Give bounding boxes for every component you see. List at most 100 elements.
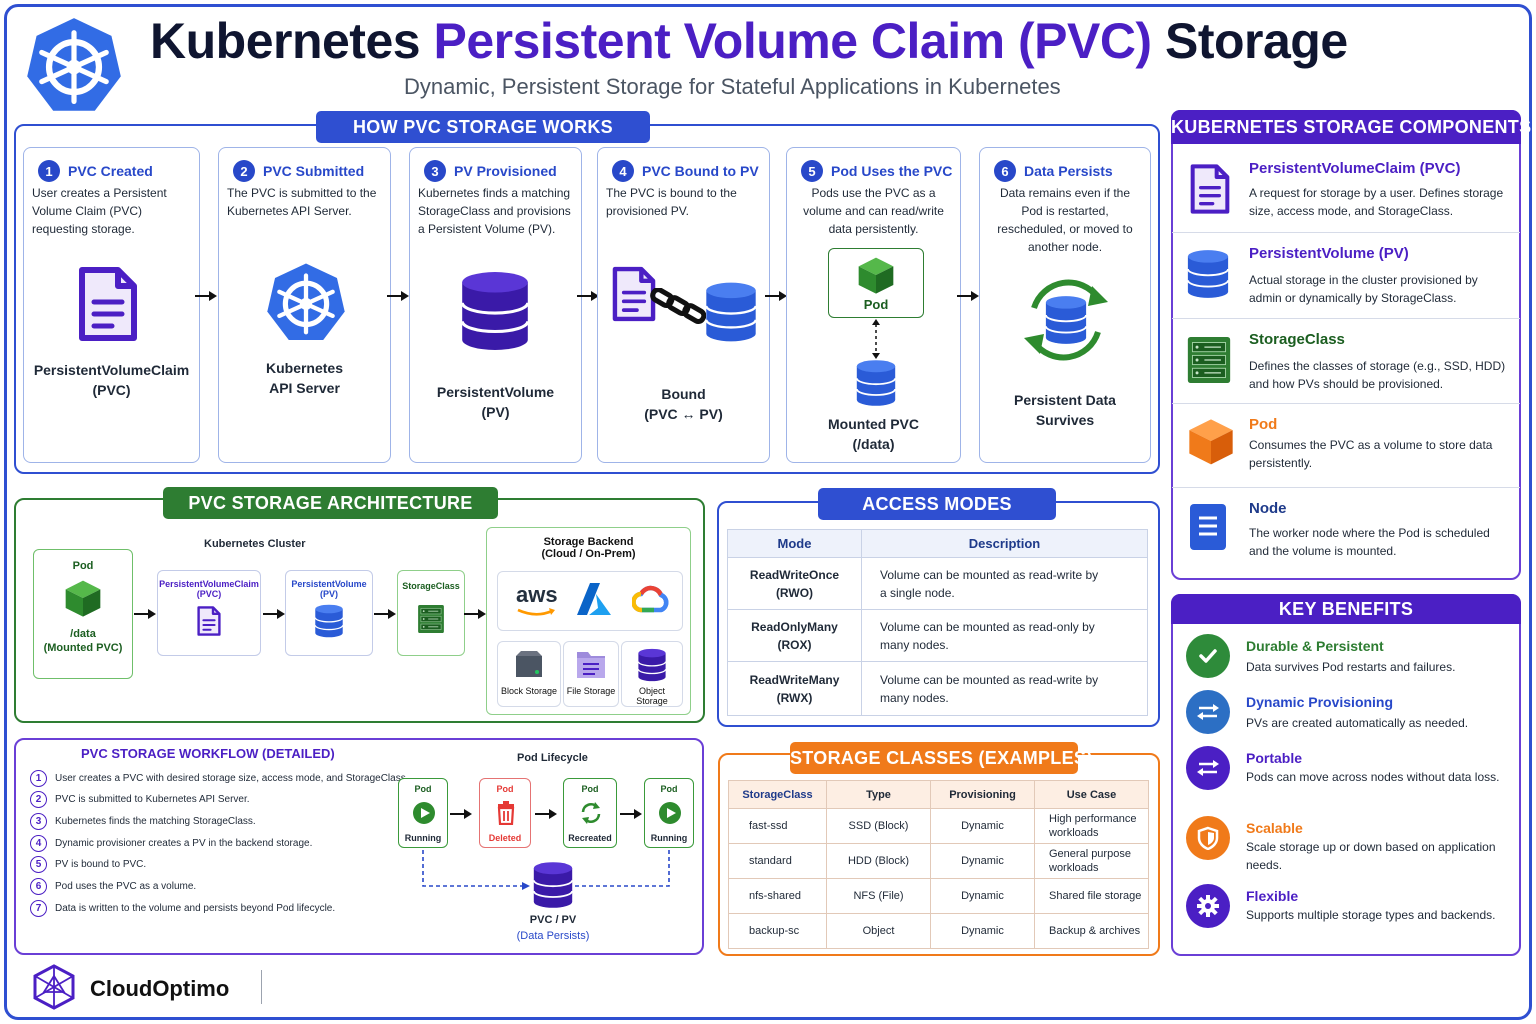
benefit-name: Scalable — [1246, 820, 1303, 836]
pod-lifecycle-title: Pod Lifecycle — [517, 752, 588, 764]
arrow-right-icon — [577, 290, 599, 302]
storage-components-tag: KUBERNETES STORAGE COMPONENTS — [1171, 110, 1531, 144]
access-modes-tag: ACCESS MODES — [818, 488, 1056, 520]
component-node: Node The worker node where the Pod is sc… — [1172, 488, 1520, 576]
title-part-storage: Storage — [1164, 13, 1348, 69]
backend-subtitle: (Cloud / On-Prem) — [541, 548, 636, 560]
persistent-volume-database-icon — [314, 603, 344, 639]
check-icon — [1186, 634, 1230, 678]
access-mode-name: ReadWriteOnce — [749, 567, 840, 582]
object-storage-box: Object Storage — [621, 641, 683, 707]
cloud-providers-box: aws — [497, 571, 683, 631]
arch-mount-path: /data — [70, 628, 96, 640]
pod-cube-icon — [856, 255, 896, 295]
arrow-right-icon — [134, 608, 156, 620]
storage-classes-tag: STORAGE CLASSES (EXAMPLES) — [790, 742, 1092, 774]
workflow-title: PVC STORAGE WORKFLOW (DETAILED) — [81, 746, 335, 761]
step-label-sub: (PVC ↔ PV) — [644, 406, 723, 422]
storageclass-server-icon — [1186, 333, 1232, 387]
storage-classes-table: StorageClass Type Provisioning Use Case … — [728, 780, 1149, 949]
arch-storageclass-box: StorageClass — [397, 570, 465, 656]
lifecycle-pod-recreated: Pod Recreated — [563, 778, 617, 848]
sc-use-case: Shared file storage — [1049, 890, 1142, 902]
sc-provisioning: Dynamic — [930, 913, 1035, 949]
page-title: Kubernetes Persistent Volume Claim (PVC)… — [150, 12, 1348, 70]
table-row: ReadWriteOnce(RWO)Volume can be mounted … — [727, 557, 1148, 610]
step-label: Bound — [661, 386, 706, 402]
component-pvc: PersistentVolumeClaim (PVC) A request fo… — [1172, 148, 1520, 233]
lifecycle-pod-state: Recreated — [568, 833, 612, 843]
title-part-kubernetes: Kubernetes — [150, 13, 421, 69]
component-description: Consumes the PVC as a volume to store da… — [1249, 438, 1493, 470]
benefit-name: Flexible — [1246, 888, 1299, 904]
arch-pod-label: Pod — [72, 560, 94, 572]
benefit-description: Supports multiple storage types and back… — [1246, 908, 1496, 922]
step-label-sub: Survives — [1035, 412, 1095, 428]
title-part-pvc: Persistent Volume Claim (PVC) — [433, 13, 1152, 69]
sc-type: SSD (Block) — [826, 808, 931, 844]
sc-type: HDD (Block) — [826, 843, 931, 879]
pod-box: Pod — [828, 248, 924, 318]
step-number: 3 — [424, 160, 446, 182]
component-name: StorageClass — [1249, 331, 1345, 348]
step-title: Pod Uses the PVC — [831, 163, 953, 179]
aws-logo: aws — [516, 582, 558, 607]
sc-use-case: General purpose — [1049, 848, 1131, 860]
mounted-pvc-database-icon — [855, 358, 897, 408]
aws-smile-icon — [517, 608, 555, 616]
step-label: Kubernetes — [265, 360, 344, 376]
component-name: PersistentVolumeClaim (PVC) — [1249, 160, 1461, 177]
arch-pvc-label: PersistentVolumeClaim — [159, 579, 259, 589]
step-label: Persistent Data — [1014, 392, 1116, 408]
step-pvc-created: 1 PVC Created User creates a Persistent V… — [23, 147, 200, 463]
cloudoptimo-logo-icon — [33, 964, 75, 1010]
step-label-sub: (PV) — [481, 404, 510, 420]
lifecycle-pod-state: Deleted — [488, 833, 522, 843]
benefit-description: Scale storage up or down based on applic… — [1246, 840, 1496, 872]
workflow-step-text: Kubernetes finds the matching StorageCla… — [55, 816, 256, 827]
access-mode-name: ReadOnlyMany — [751, 619, 838, 634]
sc-use-case: Backup & archives — [1049, 925, 1141, 937]
component-name: PersistentVolume (PV) — [1249, 245, 1409, 262]
page-frame — [4, 4, 1532, 1020]
swap-arrows-icon — [1186, 746, 1230, 790]
arch-pod-box: Pod /data (Mounted PVC) — [33, 549, 133, 679]
step-description: User creates a Persistent Volume Claim (… — [32, 186, 167, 236]
benefit-description: Data survives Pod restarts and failures. — [1246, 660, 1456, 674]
brand-name: CloudOptimo — [90, 976, 230, 1001]
persistent-volume-database-icon — [459, 270, 531, 352]
step-title: PVC Created — [68, 163, 153, 179]
component-name: Pod — [1249, 416, 1278, 433]
arrow-right-icon — [374, 608, 396, 620]
arch-pvc-box: PersistentVolumeClaim (PVC) — [157, 570, 261, 656]
step-number: 1 — [38, 160, 60, 182]
chain-link-icon — [650, 288, 706, 324]
access-mode-desc-2: a single node. — [880, 585, 955, 600]
persistent-volume-database-icon — [1186, 247, 1230, 301]
step-number: 2 — [233, 160, 255, 182]
lifecycle-pod-state: Running — [650, 833, 688, 843]
sc-provisioning: Dynamic — [930, 878, 1035, 914]
arch-pv-box: PersistentVolume (PV) — [285, 570, 373, 656]
step-title: Data Persists — [1024, 163, 1113, 179]
lifecycle-pod-running: Pod Running — [398, 778, 448, 848]
architecture-tag: PVC STORAGE ARCHITECTURE — [163, 487, 498, 519]
arch-pv-label-sub: (PV) — [320, 589, 338, 599]
play-icon — [659, 802, 681, 824]
lifecycle-pod-state: Running — [404, 833, 442, 843]
sc-provisioning: Dynamic — [930, 808, 1035, 844]
swap-arrows-icon — [1186, 690, 1230, 734]
play-icon — [413, 802, 435, 824]
step-label-sub: (PVC) — [92, 382, 131, 398]
access-mode-desc-2: many nodes. — [880, 637, 949, 652]
step-description: The PVC is submitted to the Kubernetes A… — [227, 186, 377, 218]
sc-name: fast-ssd — [728, 808, 827, 844]
workflow-step-number: 1 — [30, 770, 47, 787]
arch-storageclass-label: StorageClass — [402, 581, 460, 591]
workflow-step-text: Dynamic provisioner creates a PV in the … — [55, 838, 313, 849]
file-storage-box: File Storage — [563, 641, 619, 707]
